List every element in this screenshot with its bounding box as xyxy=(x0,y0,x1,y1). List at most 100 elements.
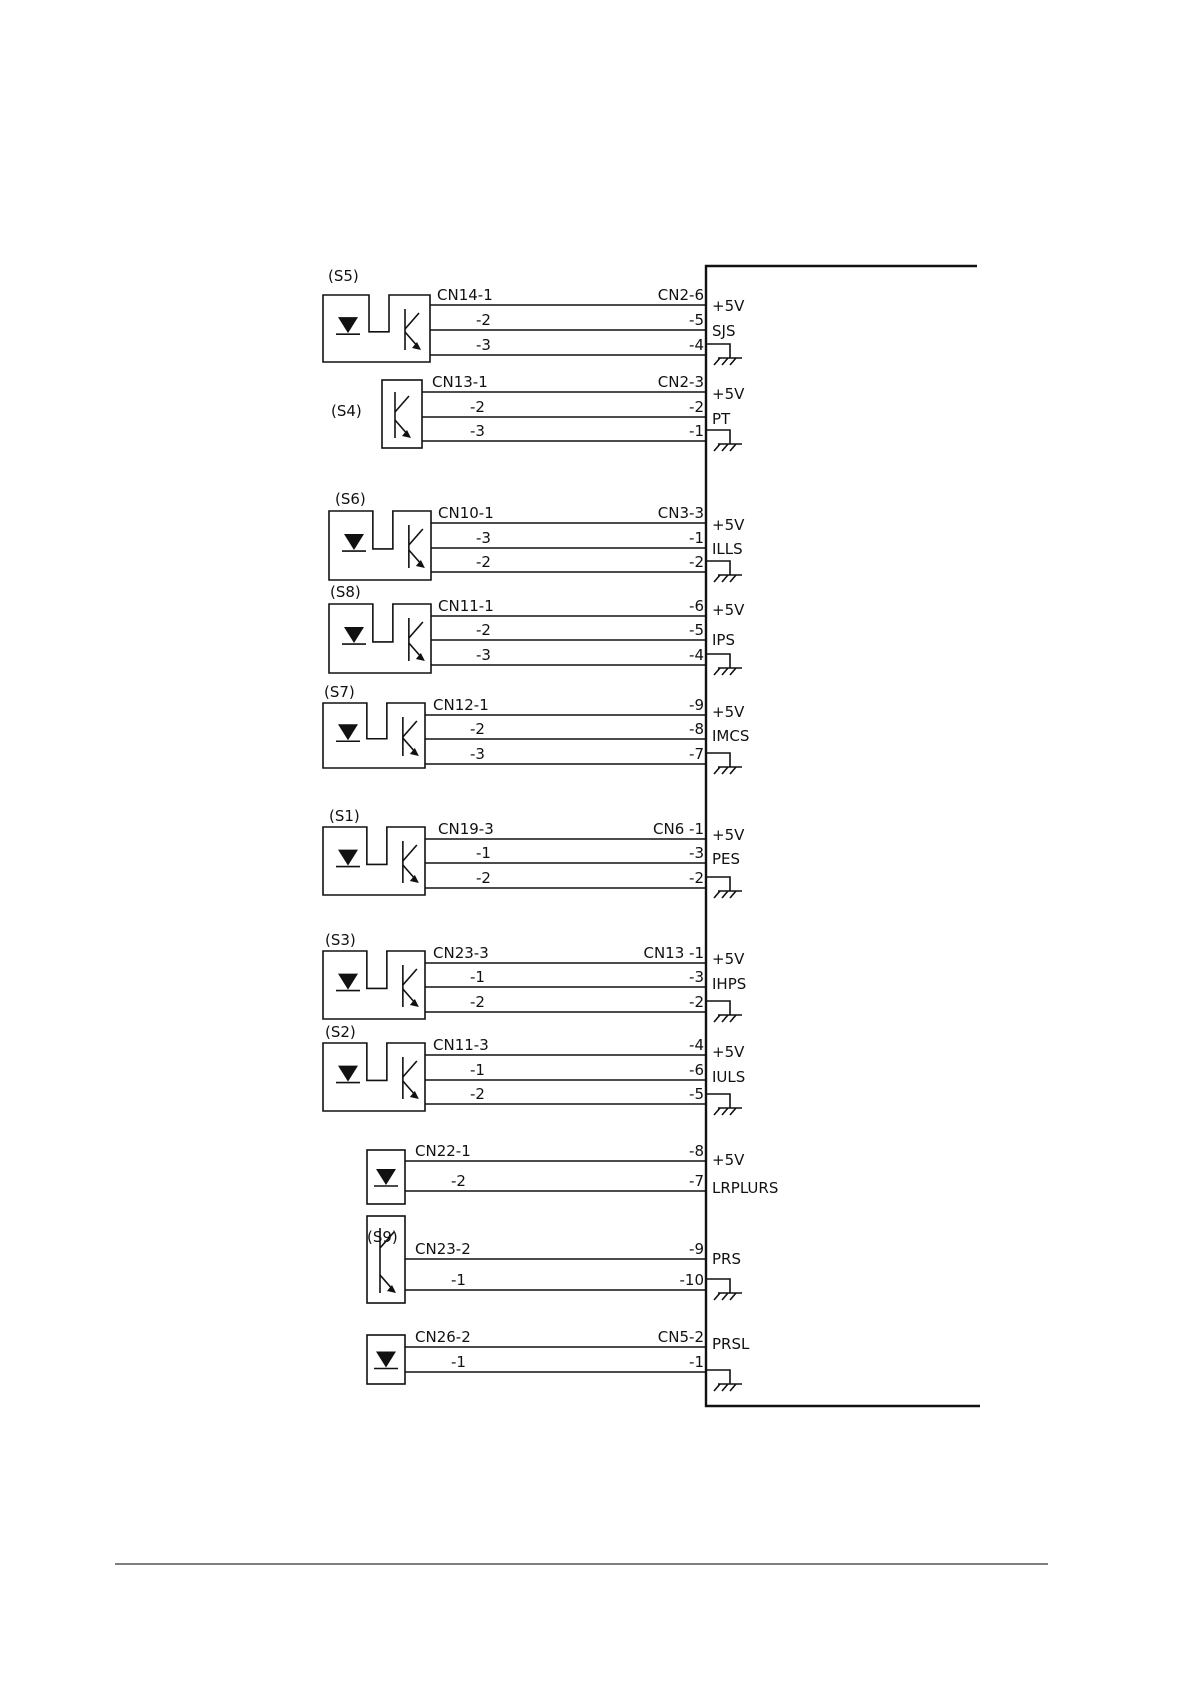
connector-pin-left: -2 xyxy=(476,869,491,887)
connector-pin-right: -1 xyxy=(689,422,704,440)
connector-pin-right: CN3-3 xyxy=(658,504,704,522)
connector-pin-left: -1 xyxy=(451,1271,466,1289)
connector-pin-right: CN13 -1 xyxy=(643,944,704,962)
connector-pin-right: -5 xyxy=(689,311,704,329)
transistor-collector xyxy=(402,720,418,738)
connector-pin-left: CN23-3 xyxy=(433,944,489,962)
led-icon xyxy=(376,1169,396,1185)
ground-hatch xyxy=(721,1292,729,1301)
signal-name: +5V xyxy=(712,1043,745,1061)
ground-hatch xyxy=(729,1107,737,1116)
ground-stem xyxy=(706,752,731,767)
led-icon xyxy=(338,973,358,990)
ground-hatch xyxy=(729,766,737,775)
transistor-collector xyxy=(408,621,424,639)
connector-pin-right: -2 xyxy=(689,553,704,571)
signal-name: +5V xyxy=(712,601,745,619)
sensor-housing xyxy=(322,1042,426,1112)
signal-name: +5V xyxy=(712,826,745,844)
ground-hatch xyxy=(713,1014,721,1023)
ground-hatch xyxy=(721,357,729,366)
ground-stem xyxy=(706,1000,731,1015)
sensor-label: (S8) xyxy=(330,583,361,601)
signal-name: PES xyxy=(712,850,740,868)
ground-hatch xyxy=(729,667,737,676)
sensor-housing xyxy=(328,603,432,674)
sensor-label: (S7) xyxy=(324,683,355,701)
ground-hatch xyxy=(721,1107,729,1116)
ground-hatch xyxy=(721,667,729,676)
connector-pin-left: -2 xyxy=(476,311,491,329)
ground-hatch xyxy=(729,1014,737,1023)
sensor-housing xyxy=(322,702,426,769)
connector-pin-right: -5 xyxy=(689,621,704,639)
connector-pin-left: -1 xyxy=(451,1353,466,1371)
emitter-arrow-icon xyxy=(409,875,419,883)
sensor-housing xyxy=(366,1334,406,1385)
connector-pin-left: -2 xyxy=(476,553,491,571)
signal-name: +5V xyxy=(712,385,745,403)
connector-pin-right: -4 xyxy=(689,1036,704,1054)
sensor-label: (S2) xyxy=(325,1023,356,1041)
signal-name: IHPS xyxy=(712,975,746,993)
connector-pin-left: -1 xyxy=(476,844,491,862)
signal-name: IMCS xyxy=(712,727,749,745)
ground-hatch xyxy=(721,890,729,899)
ground-hatch xyxy=(713,1292,721,1301)
ground-hatch xyxy=(713,574,721,583)
transistor-collector xyxy=(379,1231,395,1249)
emitter-arrow-icon xyxy=(409,1091,419,1099)
ground-stem xyxy=(706,560,731,575)
connector-pin-left: -3 xyxy=(476,646,491,664)
ground-stem xyxy=(706,1369,731,1384)
connector-pin-right: -4 xyxy=(689,646,704,664)
connector-pin-right: -2 xyxy=(689,993,704,1011)
connector-pin-right: -7 xyxy=(689,745,704,763)
led-icon xyxy=(376,1351,396,1368)
ground-stem xyxy=(706,429,731,444)
ground-stem xyxy=(706,653,731,668)
ground-hatch xyxy=(713,890,721,899)
connector-pin-left: -2 xyxy=(476,621,491,639)
signal-name: LRPLURS xyxy=(712,1179,778,1197)
ground-hatch xyxy=(729,443,737,452)
signal-name: SJS xyxy=(712,322,735,340)
led-icon xyxy=(344,534,364,551)
ground-hatch xyxy=(729,1383,737,1392)
led-icon xyxy=(338,1065,358,1082)
connector-pin-left: -3 xyxy=(470,422,485,440)
transistor-collector xyxy=(408,528,424,546)
connector-pin-left: CN19-3 xyxy=(438,820,494,838)
connector-pin-right: CN5-2 xyxy=(658,1328,704,1346)
ground-hatch xyxy=(729,357,737,366)
sensor-label: (S1) xyxy=(329,807,360,825)
ground-stem xyxy=(706,1278,731,1293)
ground-hatch xyxy=(729,890,737,899)
connector-pin-right: -1 xyxy=(689,529,704,547)
sensor-label: (S9) xyxy=(367,1228,398,1246)
sensor-label: (S5) xyxy=(328,267,359,285)
sensor-housing xyxy=(322,950,426,1020)
connector-pin-right: CN2-3 xyxy=(658,373,704,391)
connector-pin-left: CN13-1 xyxy=(432,373,488,391)
signal-name: ILLS xyxy=(712,540,743,558)
ground-hatch xyxy=(713,1383,721,1392)
ground-hatch xyxy=(713,443,721,452)
connector-pin-right: -8 xyxy=(689,720,704,738)
emitter-arrow-icon xyxy=(387,1285,396,1293)
connector-pin-left: CN11-3 xyxy=(433,1036,489,1054)
connector-pin-left: CN23-2 xyxy=(415,1240,471,1258)
ground-hatch xyxy=(713,357,721,366)
connector-pin-left: CN12-1 xyxy=(433,696,489,714)
signal-name: +5V xyxy=(712,1151,745,1169)
sensor-housing xyxy=(366,1149,406,1205)
signal-name: PRS xyxy=(712,1250,741,1268)
signal-name: PT xyxy=(712,410,731,428)
signal-name: +5V xyxy=(712,703,745,721)
